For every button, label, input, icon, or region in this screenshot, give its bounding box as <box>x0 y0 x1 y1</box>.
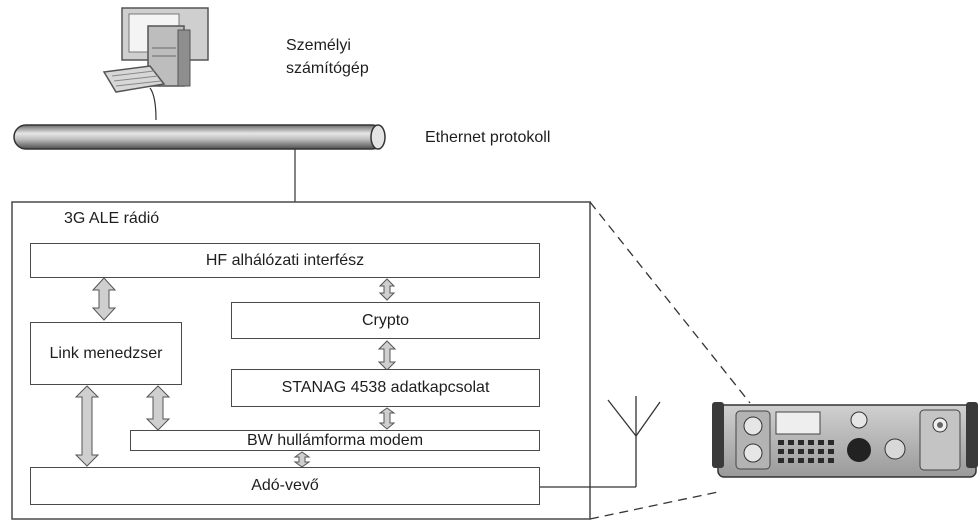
link-manager-block: Link menedzser <box>30 322 182 385</box>
arrow-hf-link <box>91 277 117 321</box>
hf-subnetwork-interface-block: HF alhálózati interfész <box>30 243 540 278</box>
arrow-hf-crypto <box>378 278 396 301</box>
bw-waveform-modem-block: BW hullámforma modem <box>130 430 540 451</box>
antenna-icon <box>540 396 661 488</box>
zoom-line-top <box>589 201 751 404</box>
pc-label-line-1: Személyi <box>286 37 351 54</box>
radio-label: 3G ALE rádió <box>64 210 160 227</box>
pc-label-line-2: számítógép <box>286 60 369 77</box>
zoom-line-bottom <box>589 491 719 520</box>
crypto-block: Crypto <box>231 302 540 339</box>
arrow-stanag-modem <box>378 407 396 430</box>
ethernet-label: Ethernet protokoll <box>425 129 551 146</box>
radio-unit-icon <box>712 402 978 478</box>
personal-computer-icon <box>102 7 209 121</box>
ethernet-bus <box>13 124 386 150</box>
arrow-link-transceiver <box>74 385 100 467</box>
transceiver-block: Adó-vevő <box>30 467 540 505</box>
stanag-4538-block: STANAG 4538 adatkapcsolat <box>231 369 540 407</box>
